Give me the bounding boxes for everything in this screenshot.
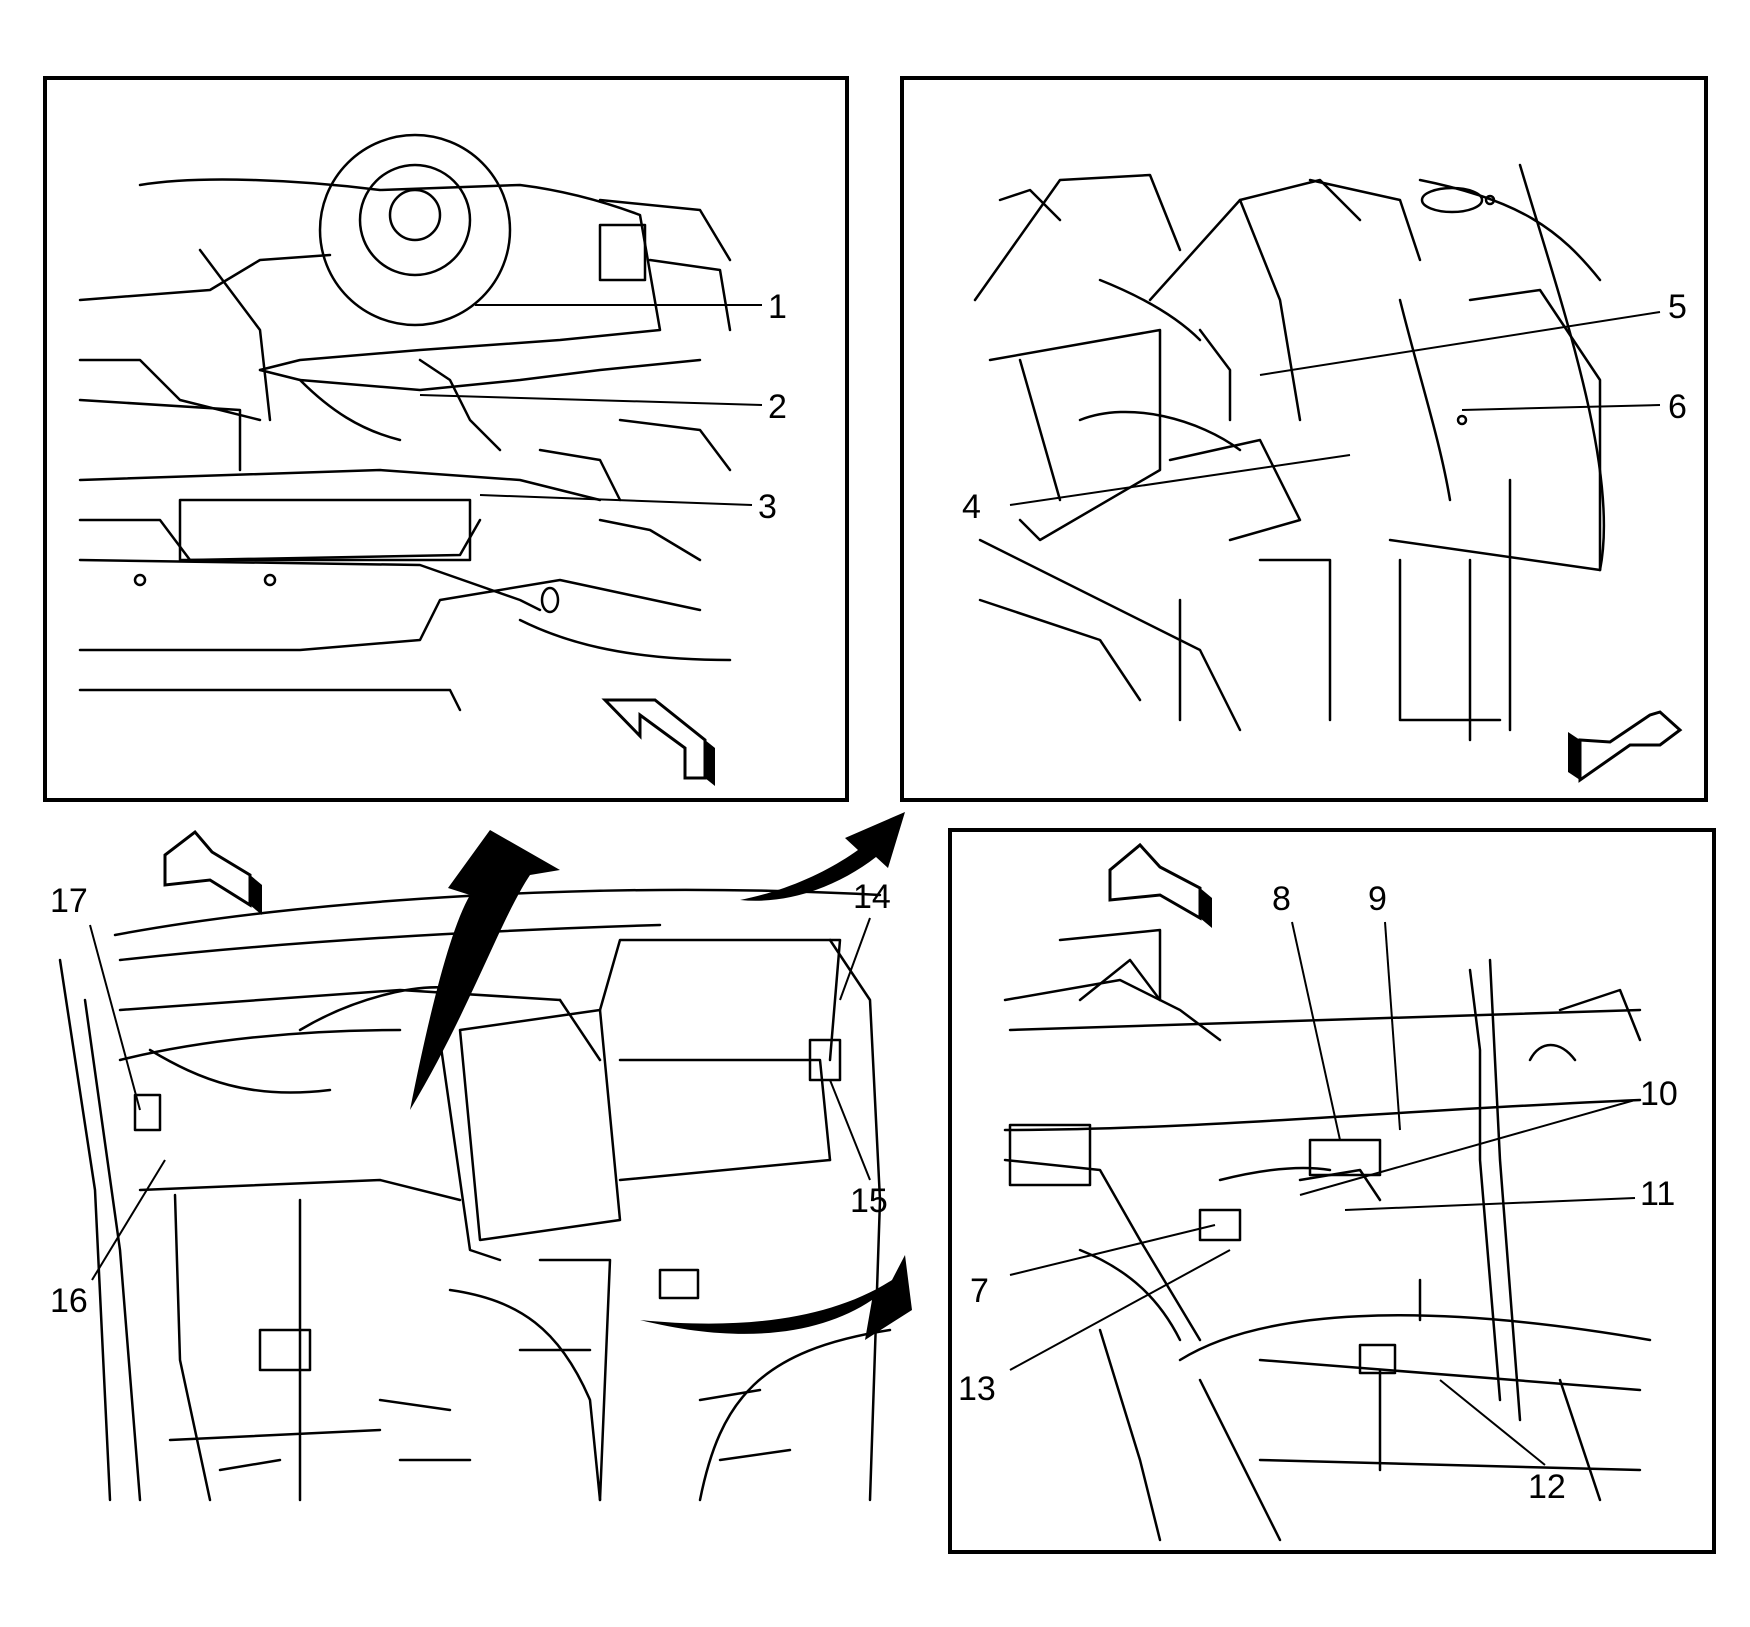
- panel-top-right: 4 5 6: [900, 76, 1708, 802]
- direction-arrow-icon: [601, 698, 715, 786]
- callout-label-5: 5: [1668, 288, 1687, 326]
- panel-top-left-artwork: [78, 133, 732, 712]
- panel-bottom-right: 7 8 9 10 11 12 13: [948, 828, 1716, 1554]
- callout-label-14: 14: [853, 878, 891, 916]
- view-transition-arrow-icon: [410, 812, 912, 1340]
- callout-label-13: 13: [958, 1370, 996, 1408]
- callout-label-2: 2: [768, 388, 787, 426]
- direction-arrow-icon: [1568, 710, 1683, 783]
- callouts-top-left: 1 2 3: [419, 288, 787, 526]
- callout-label-10: 10: [1640, 1075, 1678, 1113]
- callouts-bottom-left: 14 15 16 17: [50, 878, 891, 1320]
- callout-label-6: 6: [1668, 388, 1687, 426]
- panel-top-left: 1 2 3: [43, 76, 849, 802]
- callout-label-7: 7: [970, 1272, 989, 1310]
- direction-arrow-icon: [163, 829, 262, 915]
- callout-label-15: 15: [850, 1182, 888, 1220]
- callout-label-12: 12: [1528, 1468, 1566, 1506]
- callout-label-1: 1: [768, 288, 787, 326]
- callout-label-3: 3: [758, 488, 777, 526]
- callout-label-16: 16: [50, 1282, 88, 1320]
- callout-label-4: 4: [962, 488, 981, 526]
- callouts-bottom-right: 7 8 9 10 11 12 13: [958, 880, 1678, 1506]
- direction-arrow-icon: [1108, 842, 1212, 928]
- callout-label-11: 11: [1640, 1175, 1675, 1213]
- callout-label-8: 8: [1272, 880, 1291, 918]
- panel-bottom-right-artwork: [1003, 928, 1652, 1542]
- callouts-top-right: 4 5 6: [962, 288, 1687, 526]
- callout-label-9: 9: [1368, 880, 1387, 918]
- panel-bottom-left: 14 15 16 17: [50, 812, 912, 1502]
- callout-label-17: 17: [50, 882, 88, 920]
- panel-top-right-artwork: [973, 163, 1606, 742]
